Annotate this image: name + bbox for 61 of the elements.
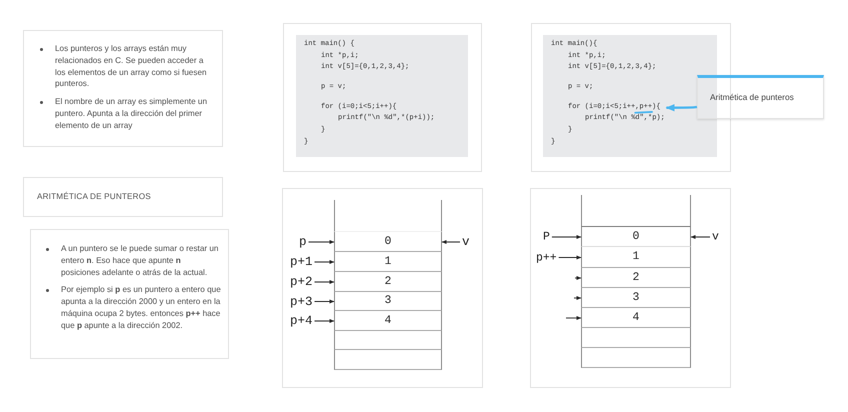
- pointer-arrow: [551, 235, 582, 239]
- cell-value: 1: [384, 256, 392, 268]
- pointer-label: P: [543, 231, 550, 243]
- pointer-label: p+3: [290, 295, 313, 308]
- pointer-label: p+4: [290, 314, 313, 328]
- memory-cell: [581, 268, 691, 288]
- cell-value: 1: [632, 251, 640, 263]
- callout-text: Aritmética de punteros: [710, 92, 794, 102]
- memory-cell: [334, 331, 442, 350]
- section-heading: ARITMÉTICA DE PUNTEROS: [37, 192, 151, 202]
- cell-value: 0: [632, 230, 640, 242]
- pointer-arrow: [574, 276, 582, 280]
- memory-cell: [334, 200, 442, 232]
- pointer-arrow: [314, 300, 334, 304]
- pointer-arrow: [314, 319, 334, 323]
- code-card: [283, 23, 482, 172]
- memory-cell: [581, 348, 691, 368]
- memory-cell: [334, 252, 442, 272]
- pointer-label: p: [299, 236, 307, 248]
- pointer-arrow: [566, 316, 582, 320]
- bullet-text: Por ejemplo si p es un puntero a entero que apunta a la dirección 2000 y un entero en la máquina ocupa 2 bytes. entonces p++ hace que p apunte a la dirección 2002.: [61, 284, 221, 332]
- memory-cell: [581, 247, 691, 268]
- cell-value: 3: [384, 295, 392, 307]
- bullet-text: A un puntero se le puede sumar o restar un entero n. Eso hace que apunte n posiciones adelante o atrás de la actual.: [61, 243, 220, 278]
- bullet-text: Los punteros y los arrays están muy relacionados en C. Se pueden acceder a los elementos de un array como si fuesen punteros.: [55, 43, 207, 90]
- pointer-arrow: [314, 280, 334, 284]
- memory-cell: [334, 292, 442, 311]
- memory-cell: [334, 272, 442, 292]
- bullet-text: El nombre de un array es simplemente un puntero. Apunta a la dirección del primer elemento de un array: [55, 96, 207, 132]
- memory-cell: [581, 195, 691, 227]
- pointer-arrow: [690, 235, 710, 239]
- cell-value: 4: [632, 312, 640, 324]
- memory-cell: [581, 227, 691, 247]
- cell-value: 4: [384, 314, 392, 326]
- memory-cell: [581, 308, 691, 328]
- memory-cell: [334, 350, 442, 370]
- pointer-label: p+2: [290, 276, 313, 288]
- cell-value: 2: [632, 272, 640, 284]
- pointer-arrow: [558, 256, 582, 260]
- diagram-card: [282, 188, 483, 388]
- pointer-label: v: [462, 236, 470, 248]
- memory-cell: [581, 328, 691, 348]
- cell-value: 0: [384, 236, 392, 248]
- title-card: [23, 177, 223, 217]
- memory-cell: [334, 232, 442, 252]
- cell-value: 2: [384, 276, 392, 288]
- text-card: [23, 30, 223, 147]
- memory-cell: [334, 311, 442, 331]
- pointer-arrow: [442, 240, 460, 244]
- pointer-label: p++: [536, 252, 557, 264]
- pointer-arrow: [308, 240, 334, 244]
- pointer-arrow: [314, 260, 334, 264]
- pointer-label: p+1: [290, 256, 313, 268]
- text-card: [30, 229, 229, 359]
- memory-cell: [581, 288, 691, 308]
- callout-card: [697, 75, 824, 119]
- cell-value: 3: [632, 292, 640, 304]
- pointer-label: v: [712, 231, 719, 243]
- callout-arrow: [666, 104, 698, 112]
- pointer-arrow: [574, 296, 582, 300]
- diagram-card: [530, 188, 731, 388]
